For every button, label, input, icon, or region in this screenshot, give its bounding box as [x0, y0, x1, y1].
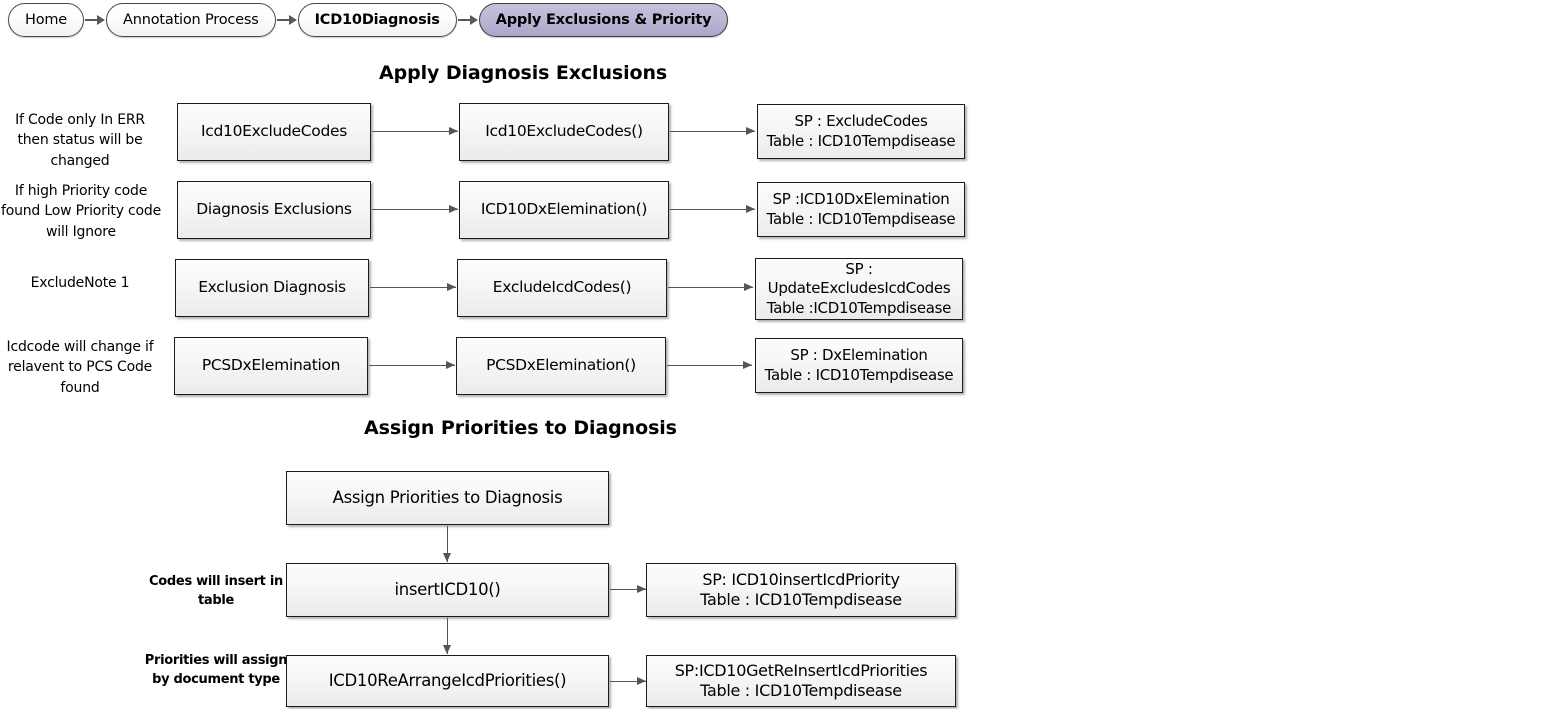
node-label-sp: SP : ExcludeCodes	[794, 112, 928, 131]
arrow-entity-to-procedure-4	[369, 361, 455, 370]
arrow-procedure-to-result-3	[668, 283, 753, 292]
node-label: ExcludeIcdCodes()	[492, 278, 632, 297]
node-label: Icd10ExcludeCodes()	[485, 122, 643, 141]
node-result-dxelemination[interactable]: SP : DxElemination Table : ICD10Tempdise…	[755, 338, 963, 393]
arrow-entity-to-procedure-1	[372, 127, 458, 136]
node-label-sp: SP : DxElemination	[790, 346, 928, 365]
node-label: ICD10DxElemination()	[480, 200, 648, 219]
node-procedure-icd10excludecodes[interactable]: Icd10ExcludeCodes()	[459, 103, 669, 161]
node-label-sp: SP :ICD10DxElemination	[772, 190, 950, 209]
node-procedure-excludeicdcodes[interactable]: ExcludeIcdCodes()	[457, 259, 667, 317]
arrow-rearrange-to-result	[610, 677, 646, 686]
node-label: Assign Priorities to Diagnosis	[332, 488, 563, 508]
node-result-excludecodes[interactable]: SP : ExcludeCodes Table : ICD10Tempdisea…	[757, 104, 965, 159]
node-result-icd10getreinserticdpriorities[interactable]: SP:ICD10GetReInsertIcdPriorities Table :…	[646, 655, 956, 707]
node-label-sp: SP :	[845, 260, 873, 279]
breadcrumb: Home Annotation Process ICD10Diagnosis A…	[8, 2, 729, 38]
arrow-insert-to-rearrange	[443, 618, 452, 654]
breadcrumb-item-annotation-process[interactable]: Annotation Process	[106, 3, 276, 37]
note-row-4: Icdcode will change if relavent to PCS C…	[6, 339, 154, 396]
arrow-right-icon	[84, 3, 106, 37]
node-entity-diagnosis-exclusions[interactable]: Diagnosis Exclusions	[177, 181, 371, 239]
arrow-inserticd10-to-result	[610, 585, 646, 594]
node-label: PCSDxElemination	[201, 356, 341, 375]
arrow-right-icon	[457, 3, 479, 37]
node-result-updateexcludesicdcodes[interactable]: SP : UpdateExcludesIcdCodes Table :ICD10…	[755, 258, 963, 320]
arrow-procedure-to-result-2	[670, 205, 755, 214]
arrow-procedure-to-result-1	[670, 127, 755, 136]
node-label: PCSDxElemination()	[486, 356, 636, 375]
node-entity-icd10excludecodes[interactable]: Icd10ExcludeCodes	[177, 103, 371, 161]
arrow-right-icon	[276, 3, 298, 37]
node-procedure-icd10dxelemination[interactable]: ICD10DxElemination()	[459, 181, 669, 239]
node-procedure-pcsdxelemination[interactable]: PCSDxElemination()	[456, 337, 666, 395]
node-label-table: Table : ICD10Tempdisease	[700, 681, 902, 700]
node-label: ICD10ReArrangeIcdPriorities()	[328, 671, 567, 691]
node-label: Diagnosis Exclusions	[196, 200, 352, 219]
breadcrumb-item-home[interactable]: Home	[8, 3, 85, 37]
node-label-table: Table : ICD10Tempdisease	[700, 590, 902, 609]
node-label-table: Table : ICD10Tempdisease	[766, 209, 956, 228]
node-result-icd10dxelemination[interactable]: SP :ICD10DxElemination Table : ICD10Temp…	[757, 182, 965, 237]
note-row-2: If high Priority code found Low Priority…	[0, 183, 162, 240]
section-title-apply-diagnosis-exclusions: Apply Diagnosis Exclusions	[379, 62, 668, 84]
node-label-sp: SP: ICD10insertIcdPriority	[702, 569, 900, 589]
node-label: Exclusion Diagnosis	[198, 278, 346, 297]
node-procedure-icd10rearrangeicdpriorities[interactable]: ICD10ReArrangeIcdPriorities()	[286, 655, 609, 707]
node-label-table: Table : ICD10Tempdisease	[764, 365, 954, 384]
note-row-3: ExcludeNote 1	[30, 275, 130, 291]
node-label: insertICD10()	[394, 580, 501, 600]
node-entity-exclusion-diagnosis[interactable]: Exclusion Diagnosis	[175, 259, 369, 317]
node-label: Icd10ExcludeCodes	[200, 122, 348, 141]
node-label-table: Table : ICD10Tempdisease	[766, 131, 956, 150]
arrow-root-to-insert	[443, 526, 452, 562]
note-priorities-row-1: Codes will insert in table	[149, 574, 283, 608]
node-root-assign-priorities[interactable]: Assign Priorities to Diagnosis	[286, 471, 609, 525]
node-entity-pcsdxelemination[interactable]: PCSDxElemination	[174, 337, 368, 395]
arrow-entity-to-procedure-3	[370, 283, 456, 292]
arrow-entity-to-procedure-2	[372, 205, 458, 214]
breadcrumb-item-icd10diagnosis[interactable]: ICD10Diagnosis	[297, 3, 457, 37]
node-label-table: Table :ICD10Tempdisease	[766, 298, 952, 317]
breadcrumb-item-apply-exclusions-priority[interactable]: Apply Exclusions & Priority	[478, 3, 729, 37]
note-priorities-row-2: Priorities will assign by document type	[144, 653, 288, 687]
arrow-procedure-to-result-4	[667, 361, 752, 370]
node-label-sp: SP:ICD10GetReInsertIcdPriorities	[674, 660, 928, 680]
node-label-sp-name: UpdateExcludesIcdCodes	[767, 279, 951, 298]
section-title-assign-priorities-to-diagnosis: Assign Priorities to Diagnosis	[364, 417, 677, 439]
node-result-icd10inserticdpriority[interactable]: SP: ICD10insertIcdPriority Table : ICD10…	[646, 563, 956, 617]
note-row-1: If Code only In ERR then status will be …	[15, 112, 145, 169]
node-procedure-inserticd10[interactable]: insertICD10()	[286, 563, 609, 617]
